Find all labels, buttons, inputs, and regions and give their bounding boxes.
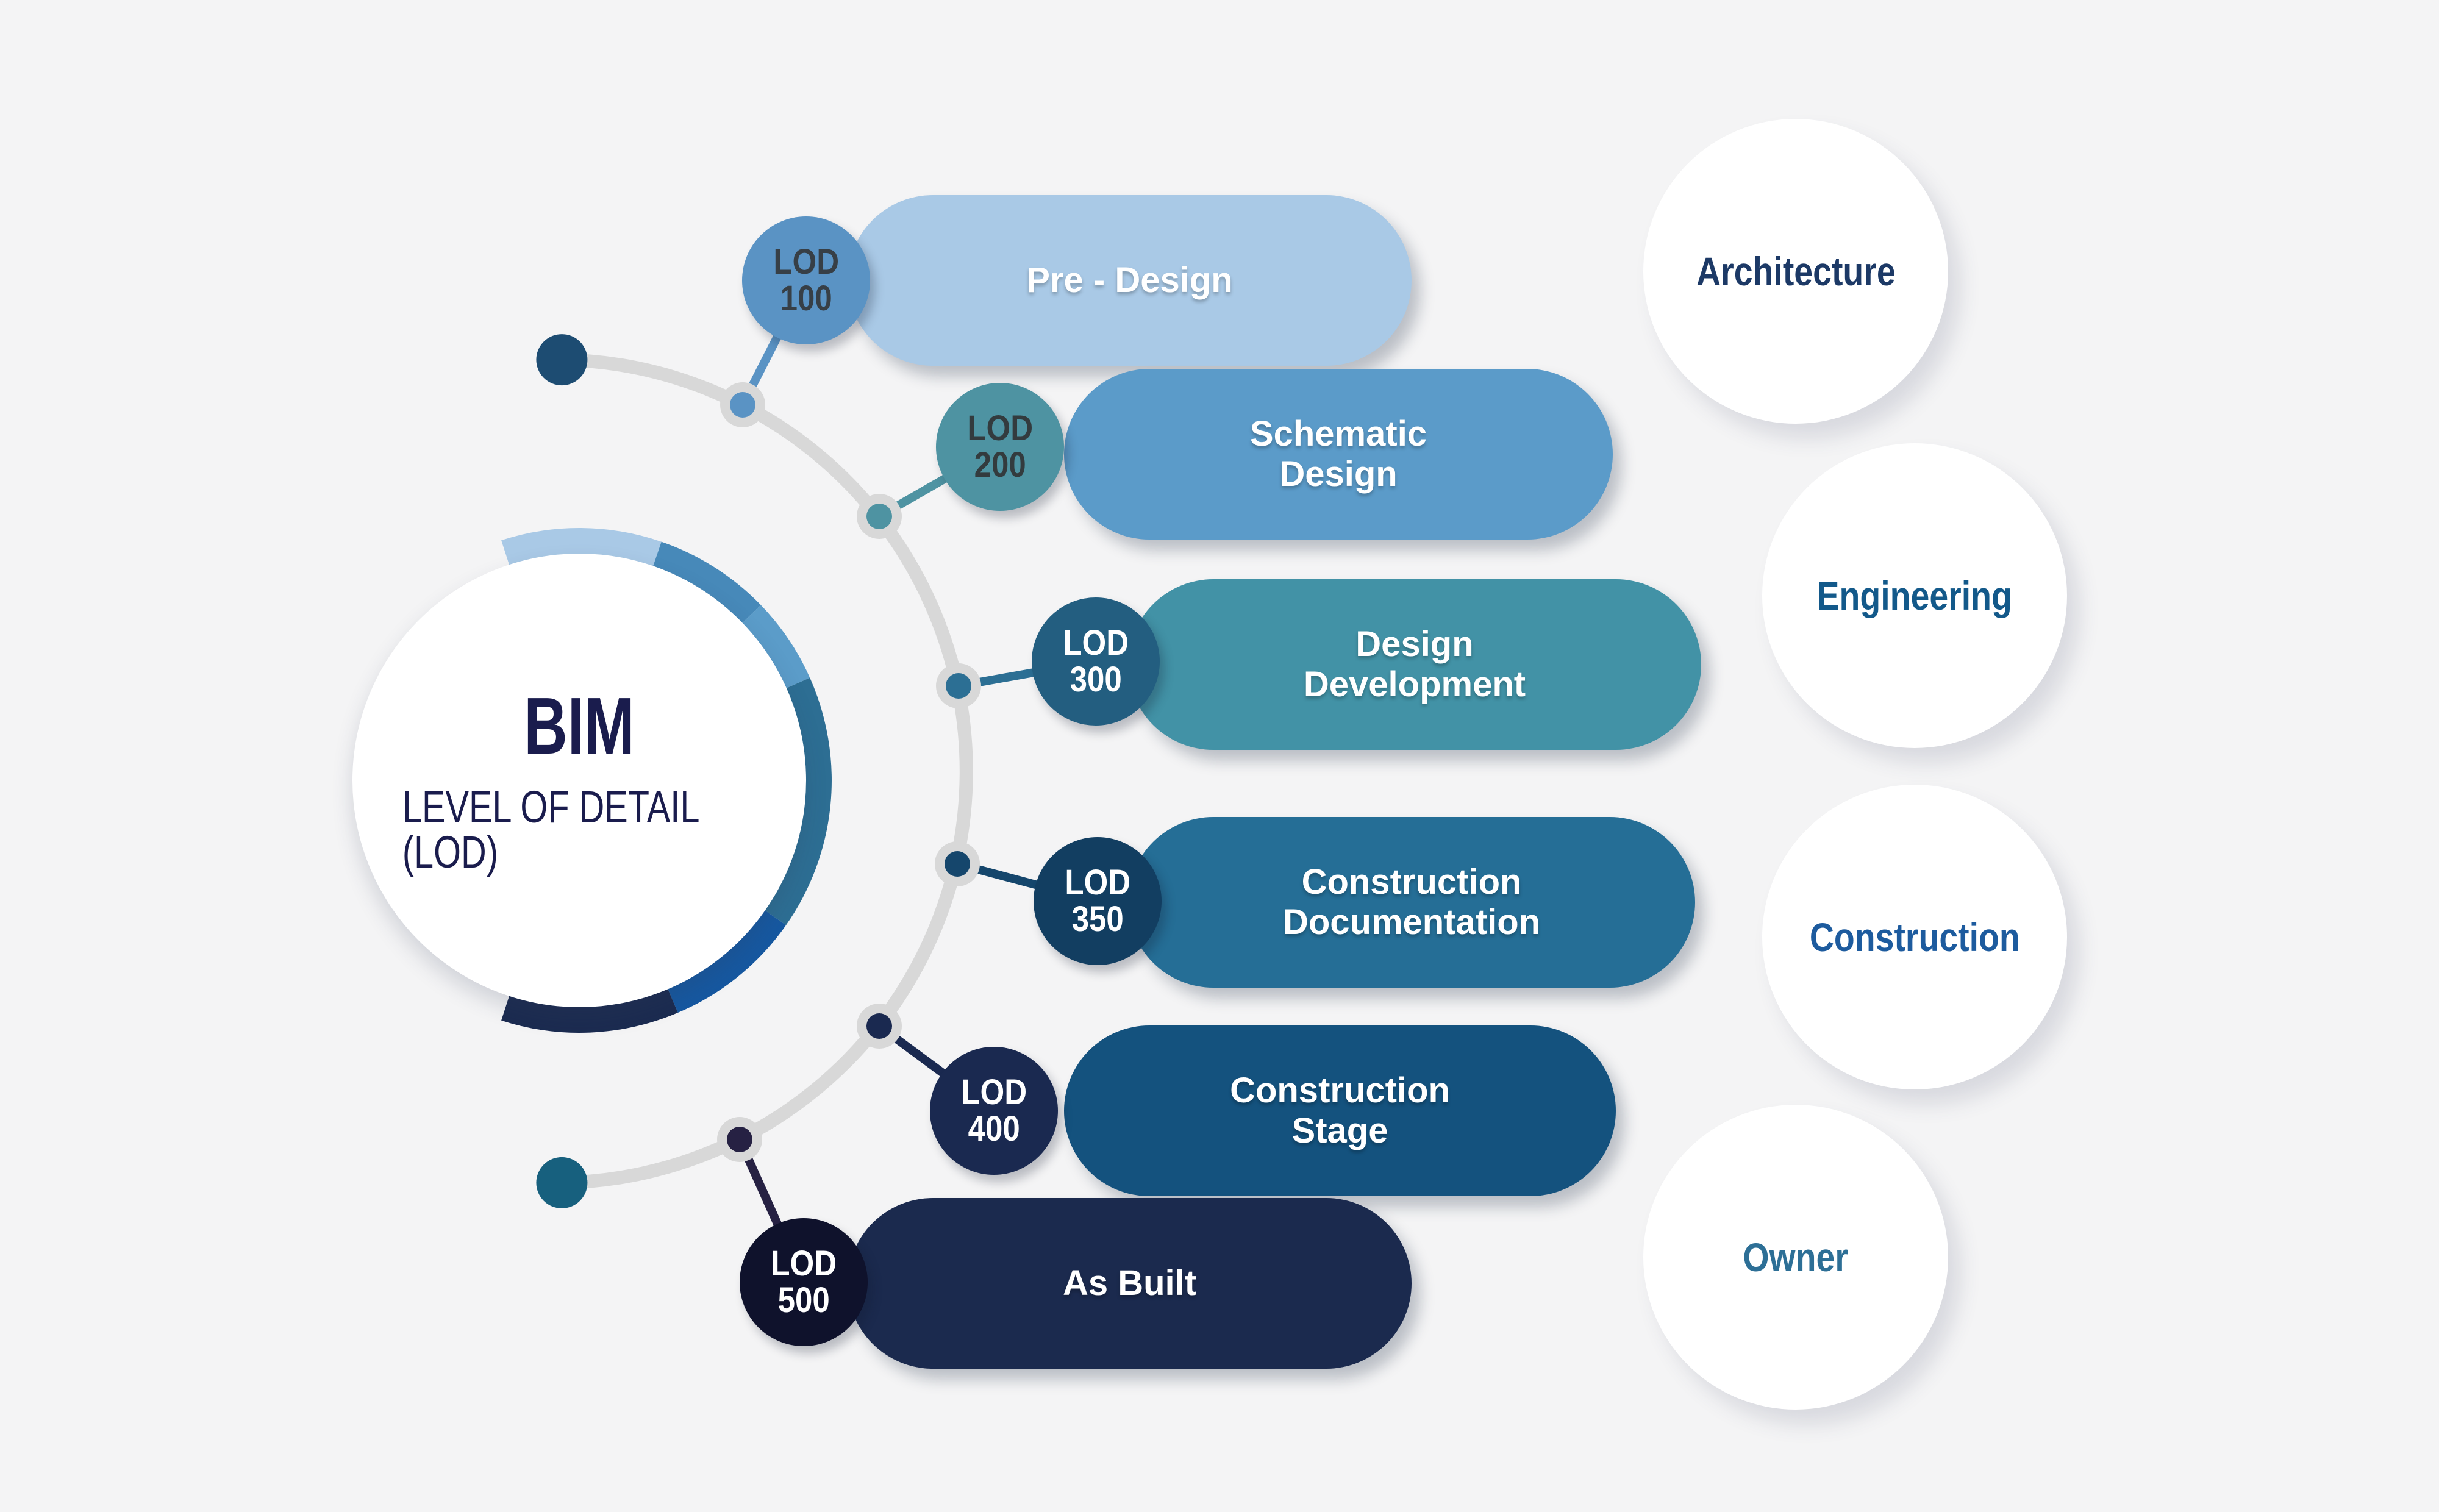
role-label: Owner — [1743, 1235, 1849, 1280]
stage-title-line: Construction — [1301, 861, 1522, 902]
center-ring-segment-2 — [652, 541, 761, 624]
lod-badge-line: LOD — [967, 408, 1033, 448]
stage-title-line: Design — [1279, 454, 1398, 494]
timeline-node-dot-4 — [945, 851, 970, 877]
stage-title-line: Schematic — [1249, 413, 1427, 454]
center-ring-segment-4 — [764, 677, 832, 925]
page-subtitle: LEVEL OF DETAIL (LOD) — [352, 785, 806, 875]
timeline-node-dot-3 — [946, 673, 971, 699]
page-title: BIM — [505, 686, 653, 766]
stage-title-line: Documentation — [1282, 902, 1541, 942]
stage-title-line: As Built — [1062, 1263, 1197, 1303]
lod-badge-line: 350 — [1071, 899, 1124, 939]
lod-badge-line: LOD — [1065, 862, 1130, 902]
lod-badge-line: 400 — [968, 1109, 1020, 1149]
stage-title-line: Construction — [1230, 1070, 1450, 1110]
center-ring-segment-6 — [501, 988, 678, 1033]
timeline-node-dot-1 — [730, 392, 755, 418]
stage-title-line: Development — [1303, 665, 1526, 704]
lod-badge-line: LOD — [771, 1243, 837, 1283]
stage-title-line: Stage — [1291, 1111, 1388, 1150]
stage-title: As Built — [1063, 1263, 1196, 1303]
stage-title-line: Pre - Design — [1026, 260, 1233, 300]
role-circle-construction: Construction — [1762, 785, 2067, 1089]
lod-badge-line: 100 — [780, 279, 832, 318]
timeline-end-dot — [536, 1157, 588, 1208]
timeline-node-dot-6 — [727, 1127, 752, 1152]
stage-pill-lod-500: As Built — [848, 1198, 1412, 1369]
role-label: Construction — [1809, 915, 2020, 960]
lod-badge-line: LOD — [1063, 622, 1129, 663]
lod-badge-line: 300 — [1070, 660, 1122, 699]
timeline-start-dot — [536, 334, 588, 386]
role-label: Architecture — [1696, 249, 1896, 294]
lod-badge-line: 200 — [974, 445, 1026, 485]
center-ring-segment-5 — [667, 910, 787, 1013]
lod-badge-line: 500 — [777, 1280, 830, 1320]
timeline-node-dot-5 — [866, 1013, 892, 1039]
page-title-text: BIM — [524, 681, 635, 771]
lod-badge-line: LOD — [961, 1072, 1027, 1112]
role-circle-engineering: Engineering — [1762, 443, 2067, 748]
lod-badge-line: LOD — [773, 241, 839, 282]
center-ring-segment-1 — [501, 528, 662, 568]
role-circle-owner: Owner — [1643, 1105, 1948, 1410]
role-circle-architecture: Architecture — [1643, 119, 1948, 424]
timeline-node-dot-2 — [866, 504, 892, 529]
stage-title: Pre - Design — [1026, 260, 1232, 301]
center-ring-segment-3 — [741, 605, 810, 689]
role-label: Engineering — [1816, 573, 2013, 618]
stage-pill-lod-100: Pre - Design — [848, 195, 1412, 366]
stage-title-line: Design — [1355, 624, 1474, 664]
center-circle: BIM LEVEL OF DETAIL (LOD) — [352, 554, 806, 1007]
page-subtitle-text: LEVEL OF DETAIL (LOD) — [402, 782, 699, 877]
